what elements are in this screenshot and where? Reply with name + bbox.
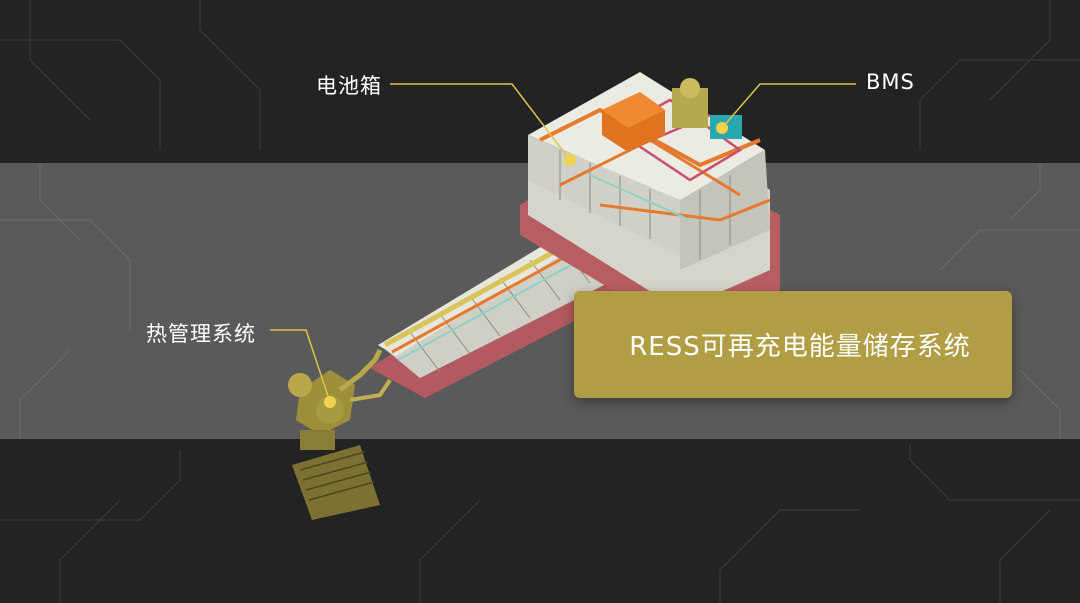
label-bms: BMS — [866, 70, 915, 94]
ress-banner: RESS可再充电能量储存系统 — [574, 291, 1012, 398]
long-battery-pack — [370, 228, 620, 398]
ress-banner-text: RESS可再充电能量储存系统 — [629, 332, 971, 362]
leader-line-battery — [390, 83, 571, 161]
callout-dot-thermal — [324, 396, 336, 408]
thermal-module — [288, 348, 392, 520]
main-battery-box — [520, 72, 780, 330]
leader-line-bms — [721, 83, 856, 129]
label-battery-box: 电池箱 — [316, 74, 382, 98]
leader-line-thermal — [270, 329, 331, 403]
label-thermal-system: 热管理系统 — [146, 322, 256, 346]
bms-module — [672, 78, 742, 139]
callout-dot-battery — [564, 154, 576, 166]
callout-dot-bms — [716, 122, 728, 134]
